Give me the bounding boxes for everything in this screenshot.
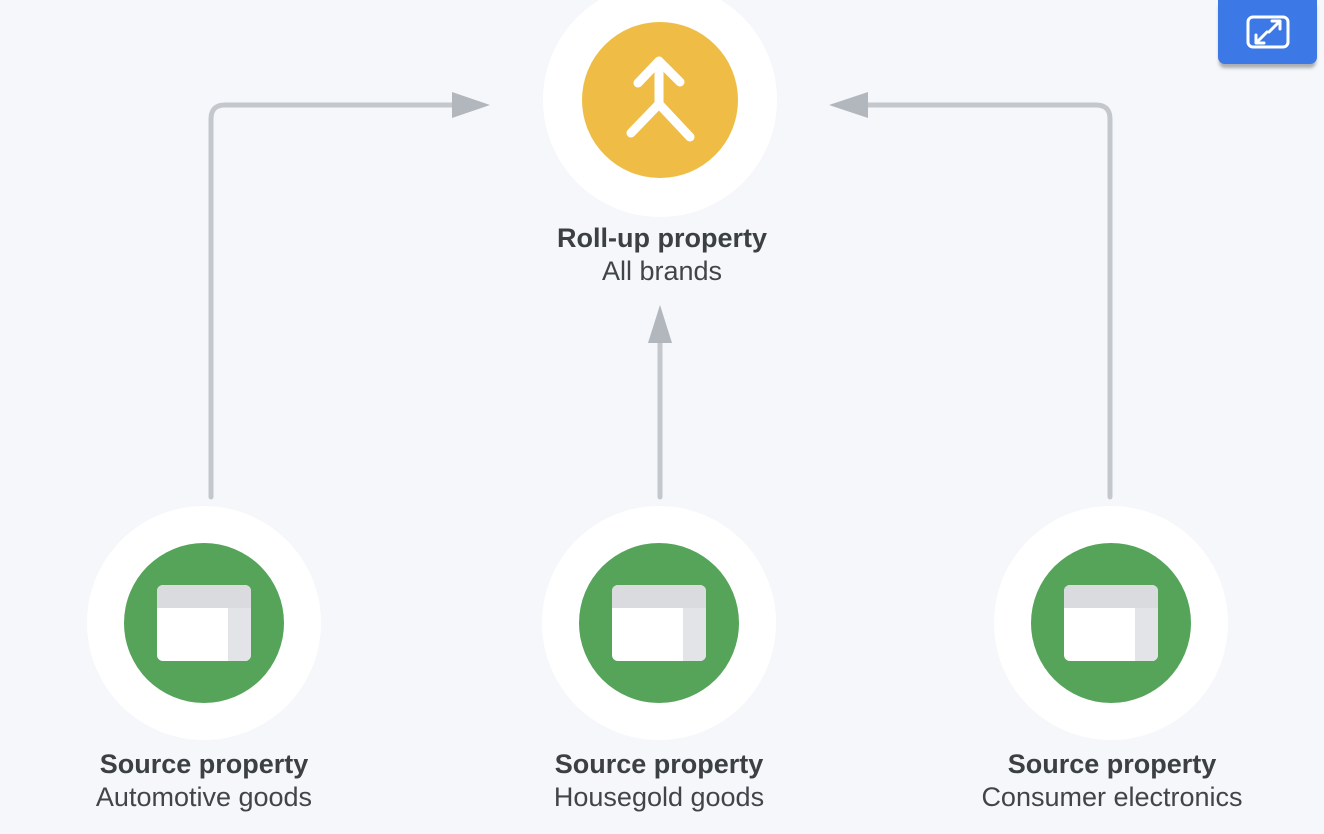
source-circle [579,543,739,703]
source-circle [1031,543,1191,703]
source-node-subtitle: Automotive goods [95,782,313,812]
arrow-middle-source-to-rollup [648,305,672,500]
expand-diagram-button[interactable] [1218,0,1317,64]
source-node-subtitle: Consumer electronics [981,782,1243,812]
rollup-circle [582,22,738,178]
rollup-node-label: Roll-up property All brands [452,222,872,288]
source-node-title: Source property [1007,749,1217,779]
rollup-node-title: Roll-up property [557,223,767,253]
web-window-icon [612,585,706,661]
source-node-automotive-label: Source property Automotive goods [0,748,414,814]
web-window-icon [1064,585,1158,661]
arrow-left-source-to-rollup [208,92,490,500]
source-node-household-label: Source property Housegold goods [449,748,869,814]
source-node-electronics [994,506,1228,740]
window-sidepanel [228,608,251,661]
merge-arrows-icon [626,56,695,142]
source-node-automotive [87,506,321,740]
source-node-electronics-label: Source property Consumer electronics [902,748,1322,814]
source-node-subtitle: Housegold goods [553,782,765,812]
expand-icon [1246,15,1289,49]
rollup-node-subtitle: All brands [601,256,723,286]
source-circle [124,543,284,703]
web-window-icon [157,585,251,661]
window-topbar [612,585,706,608]
window-topbar [1064,585,1158,608]
arrow-right-source-to-rollup [829,92,1113,500]
rollup-node [543,0,777,217]
source-node-household [542,506,776,740]
source-node-title: Source property [554,749,764,779]
window-sidepanel [1135,608,1158,661]
window-topbar [157,585,251,608]
source-node-title: Source property [99,749,309,779]
window-sidepanel [683,608,706,661]
